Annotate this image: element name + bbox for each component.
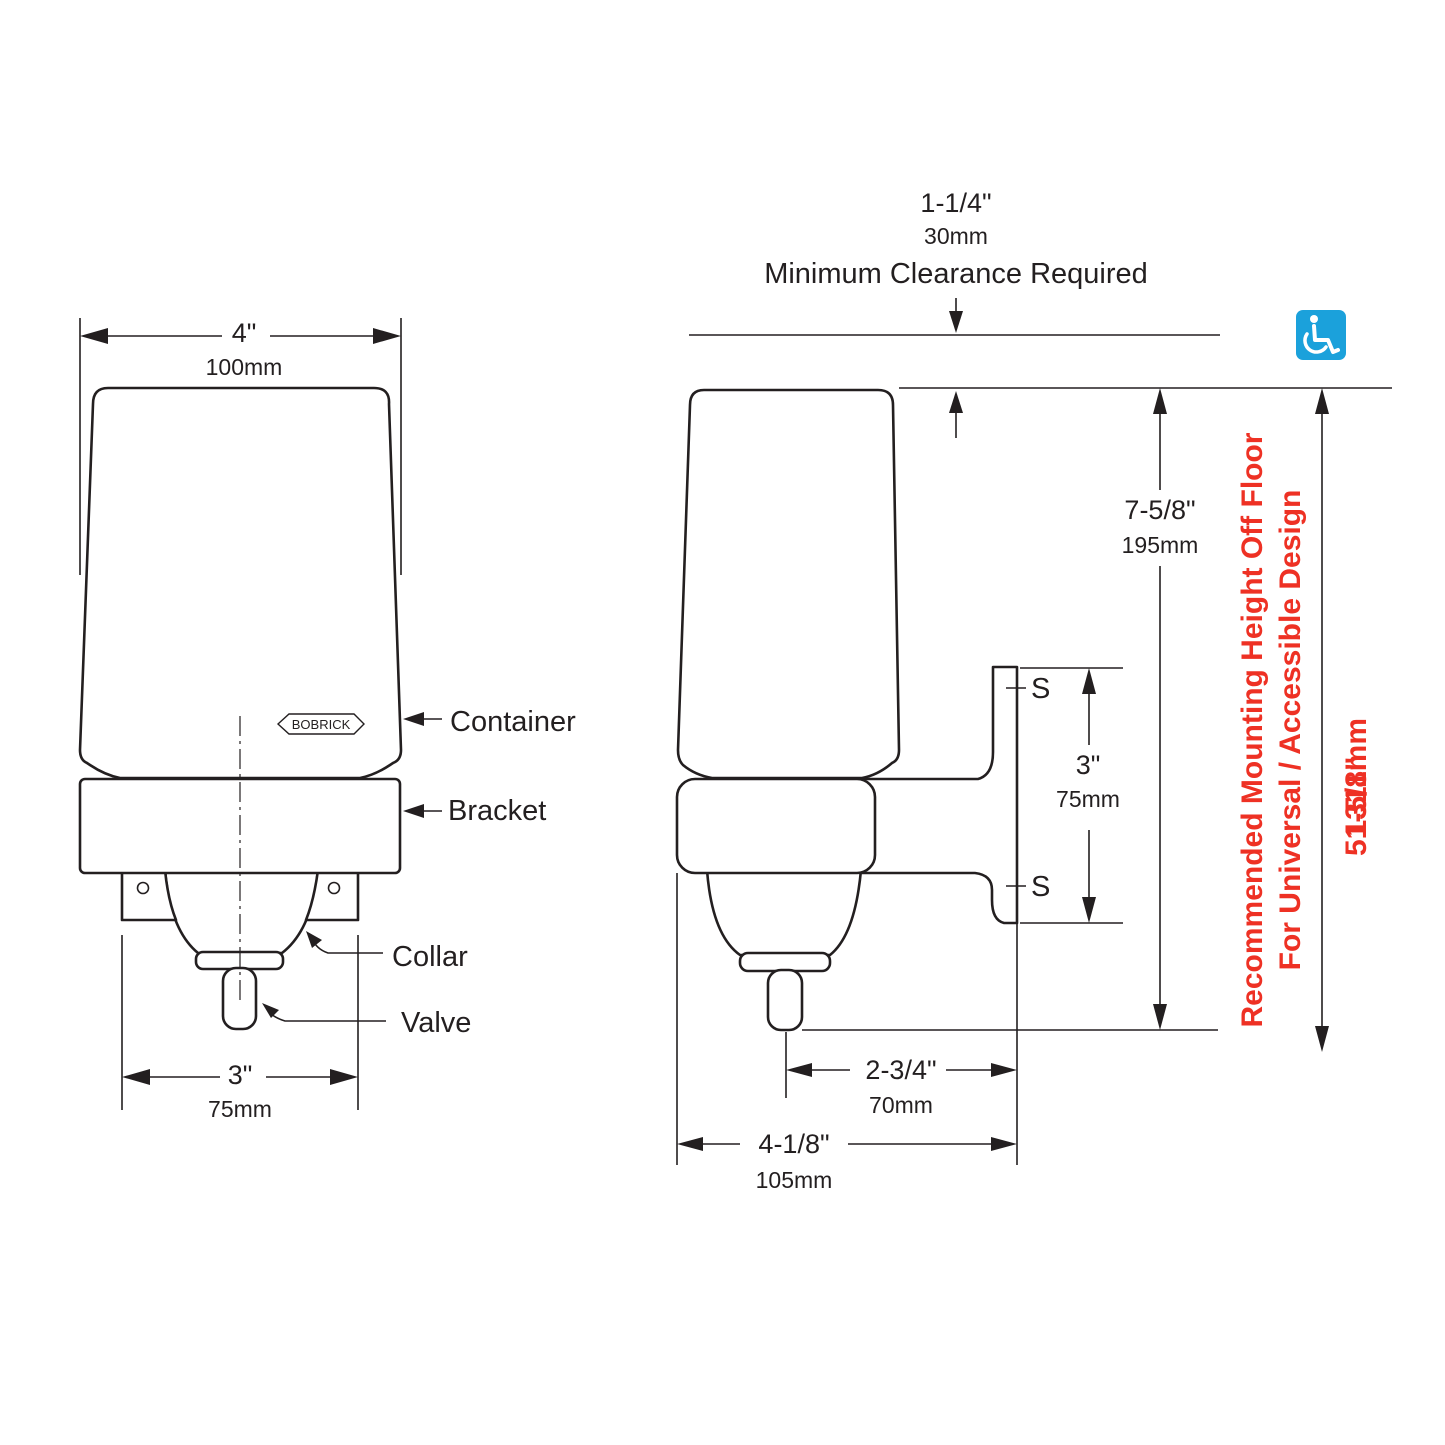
bobrick-logo: BOBRICK [276, 713, 365, 735]
valve-side [766, 968, 804, 1032]
front-base-mm: 75mm [208, 1096, 272, 1122]
collar-front [163, 868, 320, 955]
front-view: 4" 100mm BOBRICK Container [78, 318, 576, 1122]
front-width-in: 4" [232, 318, 257, 348]
bracket-label: Bracket [448, 795, 546, 827]
mounting-height-in: 51-5/8" [1340, 757, 1373, 856]
mounting-line-1: Recommended Mounting Height Off Floor [1236, 432, 1269, 1027]
screw-label-bottom: S [1031, 871, 1050, 903]
container-label: Container [450, 706, 576, 738]
height-in: 7-5/8" [1124, 495, 1195, 525]
side-view: 1-1/4" 30mm Minimum Clearance Required S… [675, 188, 1392, 1193]
front-width-mm: 100mm [206, 354, 283, 380]
mounting-height: Recommended Mounting Height Off Floor Fo… [1236, 388, 1373, 1052]
depth-in: 4-1/8" [758, 1129, 829, 1159]
valve-offset-in: 2-3/4" [865, 1055, 936, 1085]
clearance-in: 1-1/4" [920, 188, 991, 218]
wheelchair-icon [1296, 310, 1346, 360]
mounting-height-mm: 1311mm [1340, 718, 1373, 836]
screw-label-top: S [1031, 673, 1050, 705]
label-valve: Valve [262, 1003, 471, 1039]
label-container: Container [403, 706, 576, 738]
valve-offset-mm: 70mm [869, 1092, 933, 1118]
height-mm: 195mm [1122, 532, 1199, 558]
bracket-side [675, 777, 877, 875]
front-base-in: 3" [228, 1060, 253, 1090]
container-side [676, 388, 901, 780]
collar-ring-side [738, 951, 832, 973]
label-bracket: Bracket [403, 795, 546, 827]
collar-label: Collar [392, 941, 468, 973]
screw-spacing-in: 3" [1076, 750, 1101, 780]
clearance-mm: 30mm [924, 223, 988, 249]
valve-label: Valve [401, 1007, 471, 1039]
bracket-arm-side [858, 665, 1019, 925]
screw-spacing-mm: 75mm [1056, 786, 1120, 812]
depth-mm: 105mm [756, 1167, 833, 1193]
mounting-tab-right [304, 868, 360, 922]
clearance-note: Minimum Clearance Required [764, 258, 1148, 290]
mounting-line-2: For Universal / Accessible Design [1274, 490, 1307, 971]
bobrick-logo-text: BOBRICK [292, 717, 351, 732]
label-collar: Collar [306, 931, 468, 973]
collar-side [705, 868, 863, 957]
